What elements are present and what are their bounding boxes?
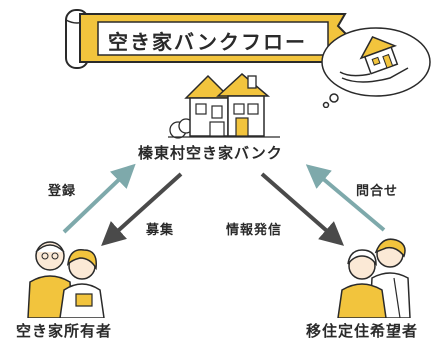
inquire-arrow xyxy=(305,164,386,232)
register-label: 登録 xyxy=(48,184,77,199)
settler-couple-illustration xyxy=(337,238,411,318)
owner-couple-illustration xyxy=(27,241,105,318)
diagram-title: 空き家バンクフロー xyxy=(108,30,307,54)
settler-label: 移住定住希望者 xyxy=(306,322,419,340)
title-banner xyxy=(65,9,352,69)
inquire-label: 問合せ xyxy=(356,184,399,199)
center-label: 榛東村空き家バンク xyxy=(138,144,283,162)
recruit-arrow xyxy=(101,172,183,247)
house-illustration xyxy=(168,73,280,139)
register-arrow xyxy=(62,163,136,234)
owner-label: 空き家所有者 xyxy=(16,322,113,340)
info-arrow xyxy=(260,172,345,246)
info-label: 情報発信 xyxy=(226,223,283,238)
house-in-hand-illustration xyxy=(321,27,431,108)
recruit-label: 募集 xyxy=(146,223,175,238)
